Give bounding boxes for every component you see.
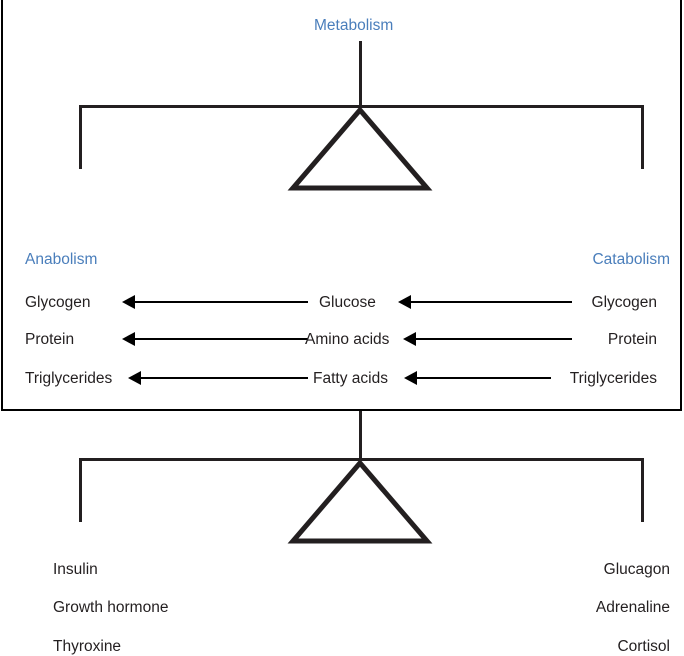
top-pivot-post: [359, 41, 362, 108]
top-beam-right-hanger: [641, 105, 644, 169]
anabolism-heading: Anabolism: [25, 251, 98, 268]
bottom-beam-right-hanger: [641, 458, 644, 522]
intermediate-0: Glucose: [319, 294, 376, 311]
anabolic-arrow-1: [122, 332, 308, 346]
intermediate-2: Fatty acids: [313, 370, 388, 387]
catabolic-source-2: Triglycerides: [569, 370, 657, 387]
catabolic-arrow-0: [398, 295, 572, 309]
right-hormone-1: Adrenaline: [595, 599, 670, 616]
metabolism-title: Metabolism: [314, 17, 394, 34]
bottom-beam-left-hanger: [79, 458, 82, 522]
anabolic-product-1: Protein: [25, 331, 75, 348]
catabolic-source-0: Glycogen: [591, 294, 657, 311]
catabolic-arrow-2: [404, 371, 551, 385]
left-hormone-0: Insulin: [53, 561, 98, 578]
anabolic-arrow-0: [122, 295, 308, 309]
bottom-pivot-post: [359, 411, 362, 461]
left-hormone-1: Growth hormone: [53, 599, 169, 616]
intermediate-1: Amino acids: [305, 331, 390, 348]
top-beam-left-hanger: [79, 105, 82, 169]
anabolic-arrow-2: [128, 371, 308, 385]
top-fulcrum-triangle: [287, 106, 433, 191]
top-beam: [79, 105, 644, 108]
anabolic-product-2: Triglycerides: [25, 370, 113, 387]
reactions-frame: [1, 0, 682, 411]
anabolic-product-0: Glycogen: [25, 294, 91, 311]
bottom-beam: [79, 458, 644, 461]
right-hormone-0: Glucagon: [603, 561, 670, 578]
bottom-fulcrum-triangle: [287, 459, 433, 544]
catabolic-source-1: Protein: [607, 331, 657, 348]
catabolic-arrow-1: [403, 332, 572, 346]
right-hormone-2: Cortisol: [617, 638, 670, 655]
catabolism-heading: Catabolism: [592, 251, 670, 268]
left-hormone-2: Thyroxine: [53, 638, 122, 655]
